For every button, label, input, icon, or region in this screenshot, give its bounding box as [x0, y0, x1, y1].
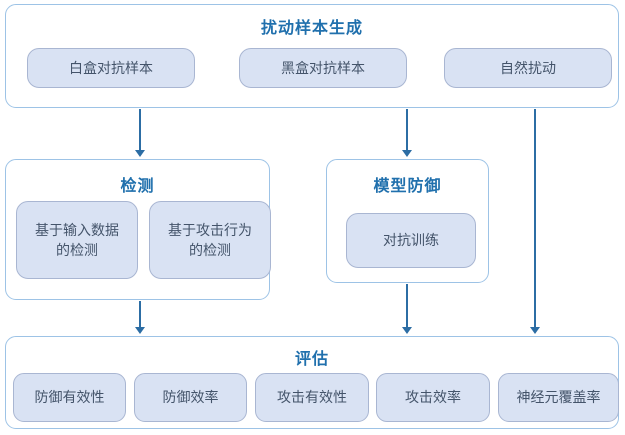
- group-sample-generation-title: 扰动样本生成: [260, 20, 363, 37]
- arrow-model-defense-to-evaluation: [402, 284, 412, 334]
- arrow-generation-to-model-defense: [402, 109, 412, 157]
- arrow-detection-to-evaluation: [135, 301, 145, 334]
- node-attack-efficiency: 攻击效率: [376, 373, 490, 422]
- arrow-generation-to-evaluation: [530, 109, 540, 334]
- node-attack-effectiveness: 攻击有效性: [255, 373, 369, 422]
- node-attack-behavior-detection: 基于攻击行为 的检测: [149, 201, 271, 279]
- group-evaluation-title: 评估: [294, 351, 329, 368]
- node-blackbox-adversarial-samples: 黑盒对抗样本: [239, 48, 407, 88]
- group-model-defense-title: 模型防御: [373, 178, 442, 195]
- group-detection-title: 检测: [120, 178, 155, 195]
- node-natural-perturbation: 自然扰动: [444, 48, 612, 88]
- node-defense-efficiency: 防御效率: [134, 373, 247, 422]
- node-neuron-coverage: 神经元覆盖率: [498, 373, 619, 422]
- node-defense-effectiveness: 防御有效性: [13, 373, 126, 422]
- group-model-defense: 模型防御 对抗训练: [326, 159, 489, 283]
- group-evaluation: 评估 防御有效性 防御效率 攻击有效性 攻击效率 神经元覆盖率: [5, 336, 619, 429]
- node-adversarial-training: 对抗训练: [346, 213, 476, 268]
- arrow-generation-to-detection: [135, 109, 145, 157]
- node-input-data-detection: 基于输入数据 的检测: [16, 201, 138, 279]
- group-detection: 检测 基于输入数据 的检测 基于攻击行为 的检测: [5, 159, 271, 300]
- node-whitebox-adversarial-samples: 白盒对抗样本: [27, 48, 195, 88]
- group-sample-generation: 扰动样本生成 白盒对抗样本 黑盒对抗样本 自然扰动: [5, 4, 619, 108]
